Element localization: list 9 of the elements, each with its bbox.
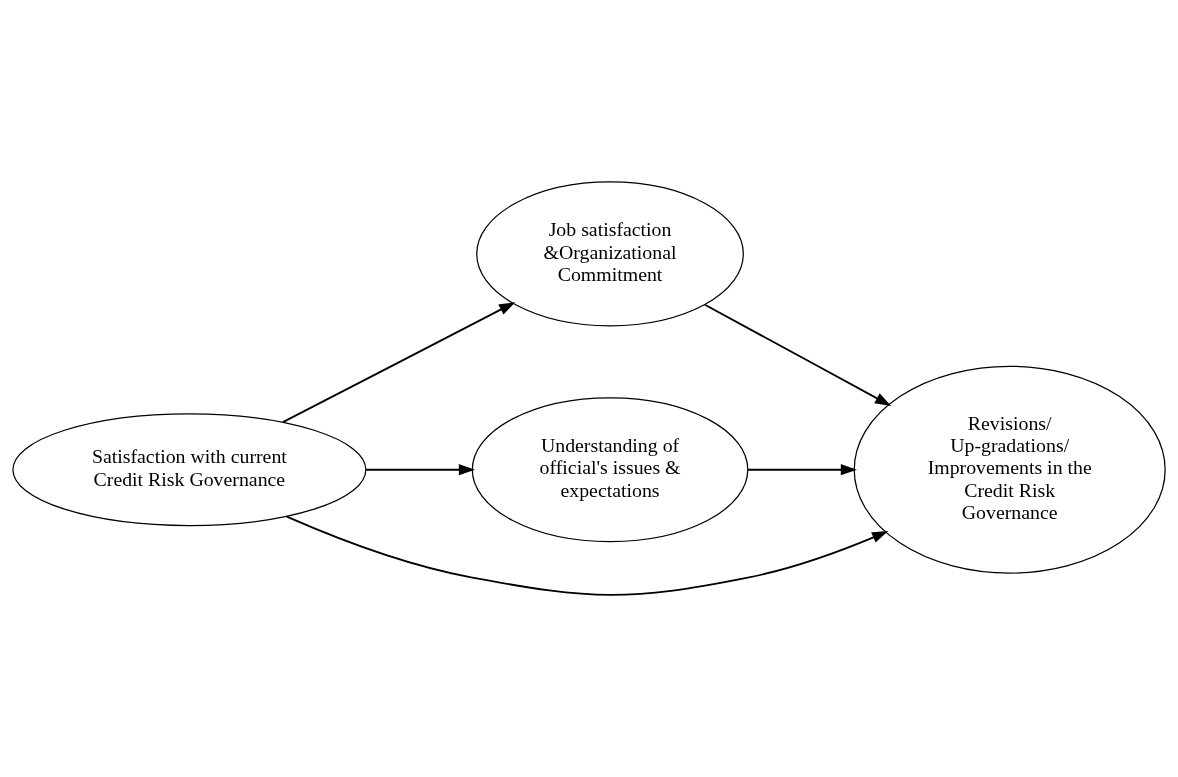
arrow: [747, 464, 857, 476]
arrow: [704, 303, 892, 406]
node-ellipse: Job satisfaction &Organizational Commitment: [476, 181, 744, 327]
node-ellipse: Understanding of official's issues & expectations: [471, 397, 749, 543]
arrow: [365, 464, 475, 476]
node-ellipse: Satisfaction with current Credit Risk Governance: [12, 413, 367, 527]
node-ellipse: Revisions/ Up-gradations/ Improvements in the Credit Risk Governance: [853, 365, 1166, 574]
arrow: [281, 302, 516, 423]
arrow: [285, 515, 889, 596]
